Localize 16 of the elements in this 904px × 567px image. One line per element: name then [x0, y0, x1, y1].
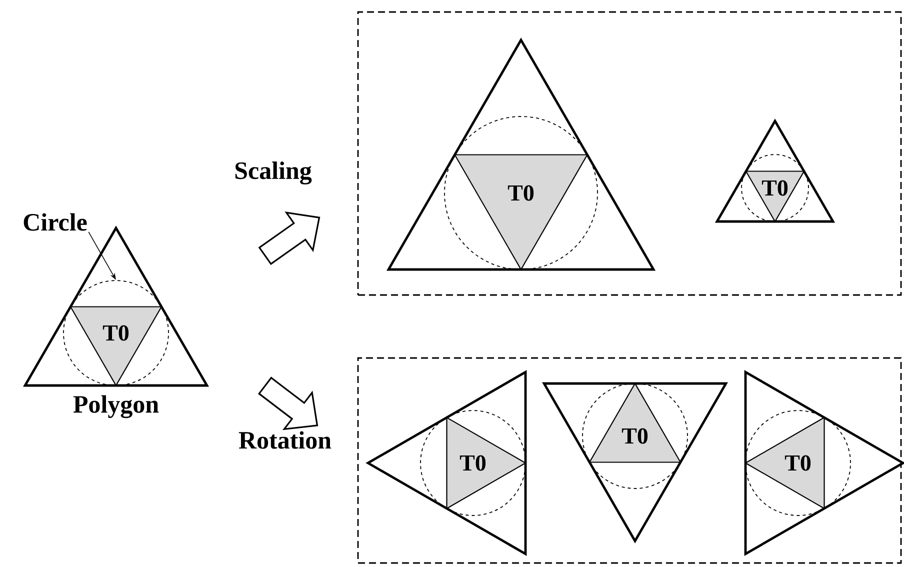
dashed-circle: [741, 154, 809, 222]
dashed-circle: [420, 410, 526, 516]
shaded-triangle: T0: [70, 306, 162, 387]
dashed-frame: [357, 11, 902, 296]
callout-text: Circle: [24, 213, 87, 231]
shaded-triangle: T0: [745, 170, 805, 223]
edge-label: Rotation: [237, 430, 333, 450]
edge-label: Scaling: [233, 160, 313, 186]
dashed-circle: [745, 410, 851, 516]
dashed-circle: [444, 116, 598, 270]
shaded-triangle: T0: [744, 416, 825, 510]
dashed-circle: [63, 280, 169, 386]
dashed-circle: [582, 383, 688, 489]
shaded-triangle: T0: [446, 416, 527, 510]
polygon-label: Polygon: [73, 395, 159, 418]
dashed-frame: [357, 357, 902, 564]
